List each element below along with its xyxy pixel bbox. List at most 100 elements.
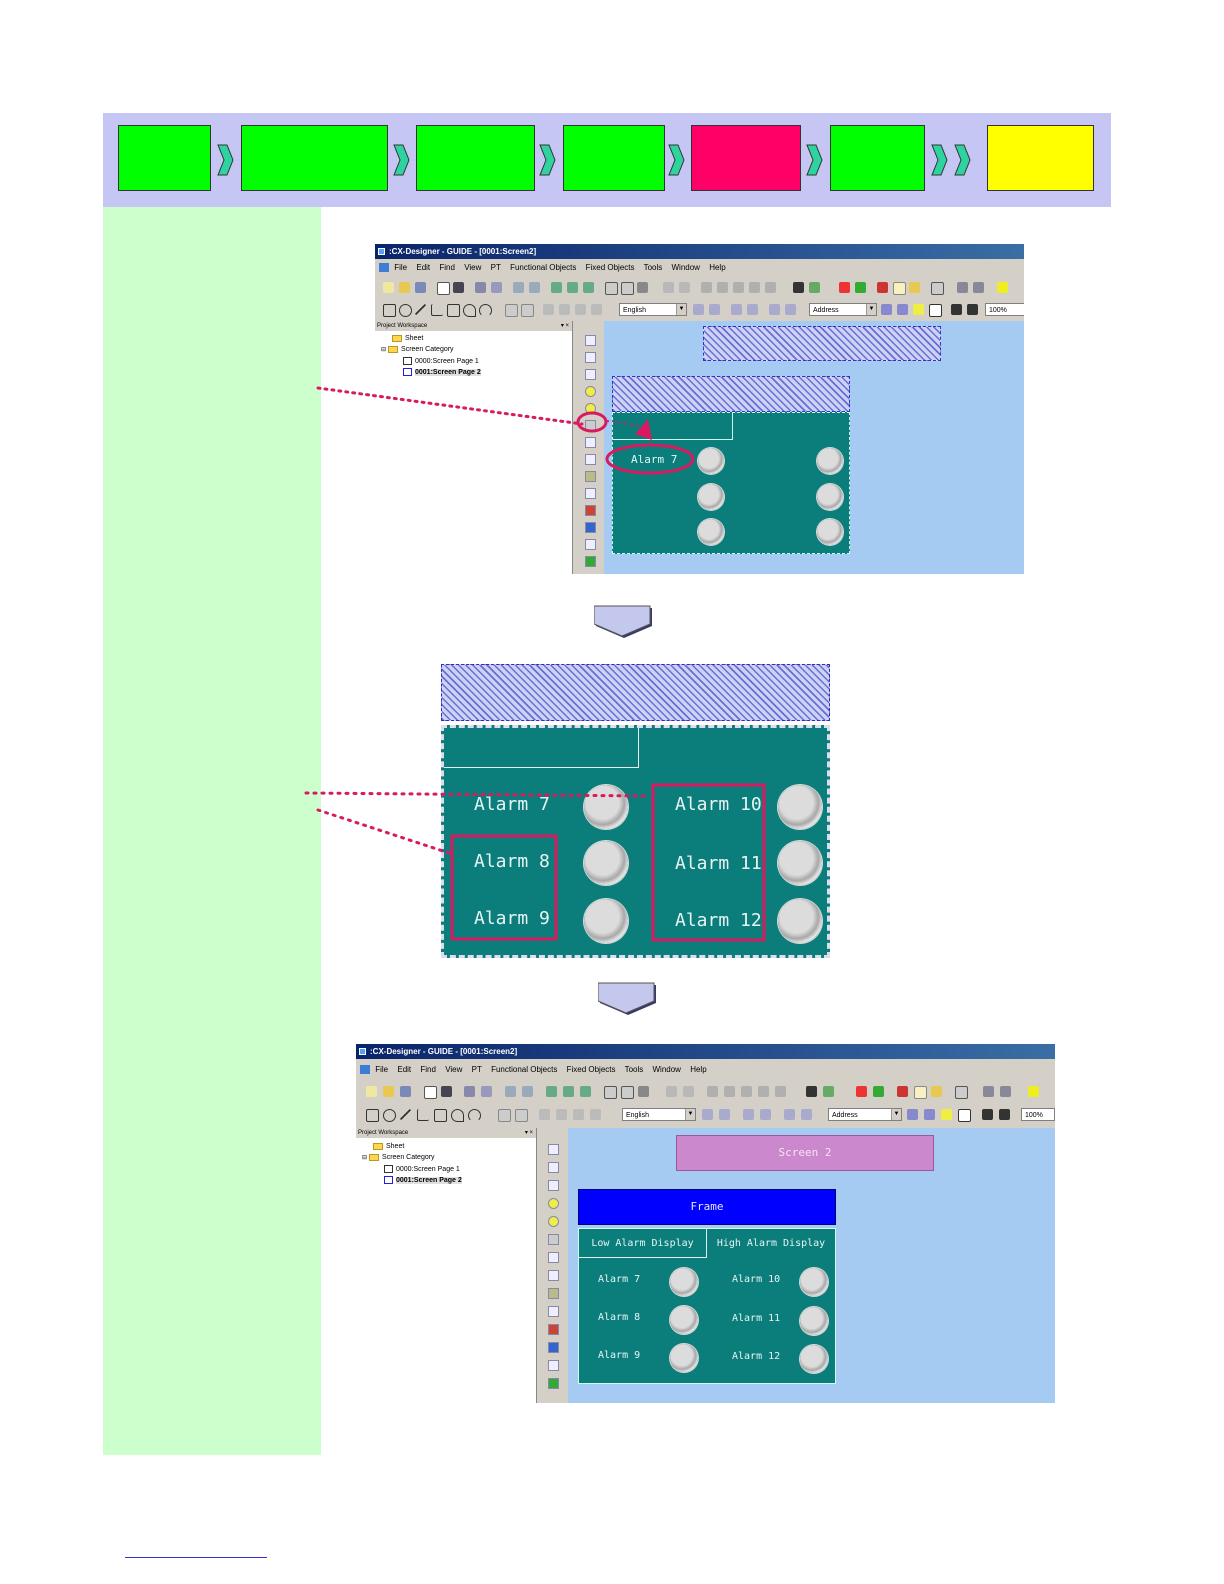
- calc-icon[interactable]: [955, 1086, 968, 1099]
- alarm-label[interactable]: Alarm 11: [732, 1313, 781, 1324]
- transfer3-icon[interactable]: [580, 1086, 591, 1097]
- tree-item-screen-page-1[interactable]: 0000:Screen Page 1: [362, 1164, 462, 1175]
- lamp-indicator[interactable]: [778, 785, 822, 829]
- step-7[interactable]: [987, 125, 1094, 191]
- step-6[interactable]: [830, 125, 925, 191]
- lamp-indicator[interactable]: [817, 484, 843, 510]
- menu-edit[interactable]: Edit: [416, 263, 431, 272]
- address-select[interactable]: Address▼: [828, 1108, 902, 1121]
- select-icon[interactable]: [929, 304, 942, 317]
- transfer2-icon[interactable]: [563, 1086, 574, 1097]
- layer2-icon[interactable]: [559, 304, 570, 315]
- alarm-label[interactable]: Alarm 10: [732, 1274, 781, 1285]
- copy-icon[interactable]: [724, 1086, 735, 1097]
- step-2[interactable]: [241, 125, 388, 191]
- simulate-icon[interactable]: [873, 1086, 884, 1097]
- test-icon[interactable]: [839, 282, 850, 293]
- alarm-label[interactable]: Alarm 7: [598, 1274, 641, 1285]
- properties-icon[interactable]: [775, 1086, 786, 1097]
- palette-icon[interactable]: [548, 1324, 559, 1335]
- lamp-indicator[interactable]: [670, 1306, 698, 1334]
- text-icon[interactable]: [702, 1109, 713, 1120]
- alarm-label[interactable]: Alarm 9: [598, 1350, 641, 1361]
- palette-icon[interactable]: [548, 1342, 559, 1353]
- palette-icon[interactable]: [585, 369, 596, 380]
- arc-icon[interactable]: [468, 1109, 481, 1122]
- screen-label-object[interactable]: [703, 326, 941, 361]
- palette-icon[interactable]: [585, 454, 596, 465]
- lamp-indicator[interactable]: [800, 1268, 828, 1296]
- doc-icon[interactable]: [893, 282, 906, 295]
- align2-icon[interactable]: [515, 1109, 528, 1122]
- save-icon[interactable]: [441, 1086, 452, 1097]
- replace-icon[interactable]: [809, 282, 820, 293]
- menu-functional-objects[interactable]: Functional Objects: [510, 263, 577, 272]
- tool-icon[interactable]: [897, 1086, 908, 1097]
- redo-icon[interactable]: [683, 1086, 694, 1097]
- text6-icon[interactable]: [785, 304, 796, 315]
- save-all-icon[interactable]: [400, 1086, 411, 1097]
- menu-pt[interactable]: PT: [490, 263, 501, 272]
- lamp-indicator[interactable]: [800, 1307, 828, 1335]
- test-icon[interactable]: [856, 1086, 867, 1097]
- text5-icon[interactable]: [769, 304, 780, 315]
- save-all-icon[interactable]: [415, 282, 426, 293]
- fill2-icon[interactable]: [999, 1109, 1010, 1120]
- palette-icon[interactable]: [548, 1306, 559, 1317]
- delete-icon[interactable]: [758, 1086, 769, 1097]
- menu-fixed-objects[interactable]: Fixed Objects: [566, 1065, 616, 1074]
- align-icon[interactable]: [505, 304, 518, 317]
- layer4-icon[interactable]: [591, 304, 602, 315]
- binoculars-icon[interactable]: [793, 282, 804, 293]
- collapse-icon[interactable]: ⊟: [381, 347, 387, 353]
- tree-item-sheet[interactable]: Sheet: [381, 333, 481, 344]
- undo-icon[interactable]: [663, 282, 674, 293]
- text6-icon[interactable]: [801, 1109, 812, 1120]
- alarm-label[interactable]: Alarm 7: [474, 794, 550, 815]
- tree-item-screen-page-2[interactable]: 0001:Screen Page 2: [381, 367, 481, 378]
- open-icon[interactable]: [383, 1086, 394, 1097]
- grid-icon[interactable]: [505, 1086, 516, 1097]
- properties-icon[interactable]: [765, 282, 776, 293]
- menu-find[interactable]: Find: [439, 263, 455, 272]
- address-select[interactable]: Address▼: [809, 303, 877, 316]
- align-icon[interactable]: [498, 1109, 511, 1122]
- help-icon[interactable]: [1028, 1086, 1039, 1097]
- tab-high-alarm-display[interactable]: High Alarm Display: [707, 1229, 835, 1257]
- palette-icon[interactable]: [548, 1288, 559, 1299]
- fill-icon[interactable]: [982, 1109, 993, 1120]
- lamp-indicator[interactable]: [698, 448, 724, 474]
- workspace-close-buttons[interactable]: ▾ ×: [560, 323, 569, 329]
- lamp-indicator[interactable]: [584, 899, 628, 943]
- delete-icon[interactable]: [749, 282, 760, 293]
- transfer-icon[interactable]: [551, 282, 562, 293]
- menu-edit[interactable]: Edit: [397, 1065, 412, 1074]
- transfer-icon[interactable]: [546, 1086, 557, 1097]
- menu-tools[interactable]: Tools: [624, 1065, 644, 1074]
- print-preview-icon[interactable]: [604, 1086, 617, 1099]
- step-3[interactable]: [416, 125, 535, 191]
- text-icon[interactable]: [693, 304, 704, 315]
- palette-icon[interactable]: [585, 488, 596, 499]
- palette-icon[interactable]: [548, 1198, 559, 1209]
- tree-item-screen-category[interactable]: ⊟Screen Category: [362, 1152, 462, 1164]
- screen-label-object[interactable]: Screen 2: [676, 1135, 934, 1171]
- step-4[interactable]: [563, 125, 665, 191]
- view-icon[interactable]: [881, 304, 892, 315]
- copy-screen-icon[interactable]: [491, 282, 502, 293]
- preview-icon[interactable]: [621, 1086, 634, 1099]
- alarm-label[interactable]: Alarm 7: [631, 453, 678, 466]
- menu-window[interactable]: Window: [652, 1065, 681, 1074]
- polyline-icon[interactable]: [431, 304, 443, 316]
- disconnect-icon[interactable]: [973, 282, 984, 293]
- page-icon[interactable]: [424, 1086, 437, 1099]
- palette-icon[interactable]: [585, 471, 596, 482]
- rectangle-icon[interactable]: [366, 1109, 379, 1122]
- layer2-icon[interactable]: [556, 1109, 567, 1120]
- palette-icon[interactable]: [548, 1378, 559, 1389]
- line-icon[interactable]: [400, 1109, 411, 1120]
- language-select[interactable]: English▼: [619, 303, 687, 316]
- tree-item-sheet[interactable]: Sheet: [362, 1141, 462, 1152]
- step-1[interactable]: [118, 125, 211, 191]
- frame-object[interactable]: [612, 376, 850, 412]
